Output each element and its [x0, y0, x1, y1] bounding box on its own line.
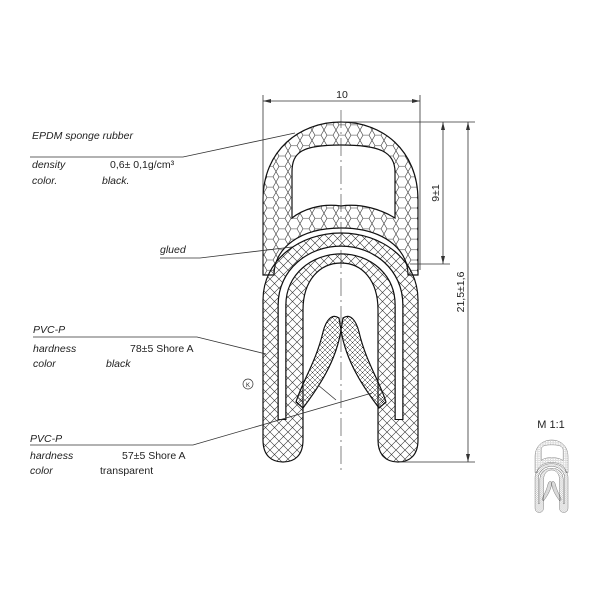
pvc-black-color-label: color	[33, 358, 56, 370]
pvc-black-leader	[33, 336, 267, 355]
epdm-leader	[30, 132, 296, 158]
pvc-transparent-color-label: color	[30, 465, 53, 477]
pvc-transparent-title: PVC-P	[30, 433, 62, 445]
bulb-height-dimension: 9±1	[341, 121, 475, 265]
glued-leader	[160, 246, 293, 259]
pvc-black-hardness-value: 78±5 Shore A	[130, 343, 194, 355]
pvc-transparent-color-value: transparent	[100, 465, 153, 477]
pvc-black-title: PVC-P	[33, 324, 65, 336]
pvc-transparent-hardness-value: 57±5 Shore A	[122, 450, 186, 462]
glued-label: glued	[160, 244, 187, 256]
pvc-transparent-hardness-label: hardness	[30, 450, 74, 462]
k-marker: K	[242, 378, 254, 390]
total-height-dimension: 21,5±1,6	[400, 122, 475, 463]
epdm-color-value: black.	[102, 175, 129, 187]
svg-text:10: 10	[336, 89, 348, 101]
svg-text:21,5±1,6: 21,5±1,6	[455, 271, 467, 312]
width-dimension: 10	[262, 89, 421, 270]
pvc-transparent-leader	[30, 392, 373, 446]
density-value: 0,6± 0,1g/cm³	[110, 159, 175, 171]
density-label: density	[32, 159, 66, 171]
pvc-black-hardness-label: hardness	[33, 343, 77, 355]
svg-text:K: K	[246, 383, 250, 389]
epdm-title: EPDM sponge rubber	[32, 130, 133, 142]
pvc-black-color-value: black	[106, 358, 131, 370]
scale-label: M 1:1	[537, 419, 565, 431]
epdm-color-label: color.	[32, 175, 57, 187]
svg-text:9±1: 9±1	[430, 184, 442, 202]
scale-thumbnail	[534, 439, 569, 514]
